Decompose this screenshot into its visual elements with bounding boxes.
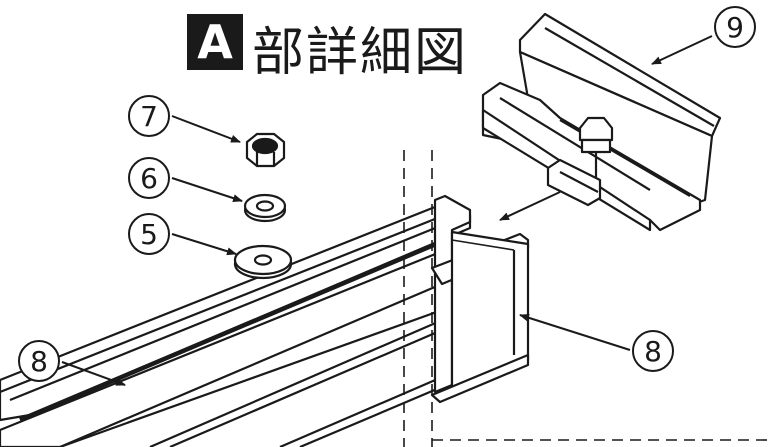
rail-right	[430, 194, 530, 404]
dashed-reference-lines	[403, 150, 774, 447]
title-letter-box: A	[187, 14, 243, 70]
title-text: 部詳細図	[252, 23, 469, 83]
callout-washer-small: 6	[128, 157, 170, 199]
callout-clamp: 9	[714, 6, 756, 48]
leader-arrows	[61, 35, 713, 386]
callout-rail-left: 8	[18, 340, 60, 382]
washer-small	[243, 193, 287, 223]
callout-rail-right: 8	[632, 330, 674, 372]
callout-nut: 7	[128, 95, 170, 137]
clamp	[481, 12, 722, 232]
washer-large	[233, 244, 293, 280]
nut	[245, 132, 286, 168]
callout-washer-large: 5	[128, 213, 170, 255]
rail-left	[0, 203, 472, 447]
